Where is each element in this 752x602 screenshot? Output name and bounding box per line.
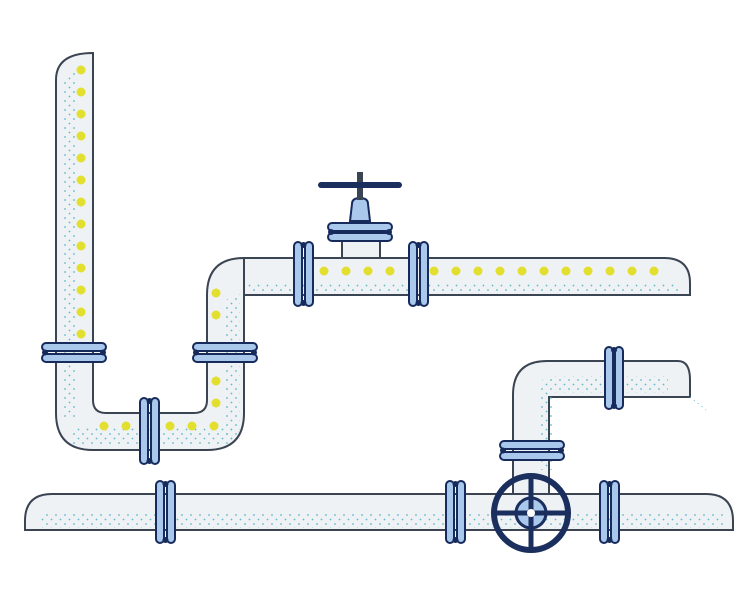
flange-icon bbox=[293, 241, 314, 307]
upper-horizontal-pipe bbox=[243, 257, 691, 296]
handwheel-valve-icon[interactable] bbox=[491, 473, 571, 553]
flange-icon bbox=[604, 346, 624, 410]
flange-icon bbox=[41, 342, 107, 363]
flange-icon bbox=[599, 480, 620, 544]
fluid-dots bbox=[76, 65, 659, 431]
right-elbow-pipe bbox=[512, 360, 707, 495]
gate-valve-icon[interactable] bbox=[318, 172, 402, 259]
flange-icon bbox=[192, 342, 258, 363]
flange-icon bbox=[499, 440, 565, 461]
flange-icon bbox=[408, 241, 429, 307]
flange-icon bbox=[445, 480, 466, 544]
bottom-horizontal-pipe bbox=[24, 493, 734, 531]
flange-icon bbox=[155, 480, 176, 544]
flange-icon bbox=[139, 397, 160, 465]
